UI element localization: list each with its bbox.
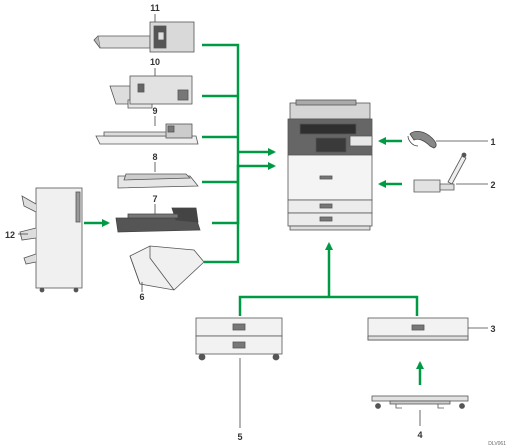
leader-lines bbox=[18, 14, 488, 428]
control-panel-icon bbox=[349, 135, 373, 147]
handset-icon bbox=[407, 130, 437, 149]
output-tray-icon bbox=[129, 245, 205, 291]
bus-line bbox=[202, 43, 240, 225]
callout-12: 12 bbox=[5, 230, 15, 240]
figure-code: DLV061 bbox=[488, 441, 506, 447]
callout-8: 8 bbox=[152, 152, 157, 162]
internal-shift-tray-icon bbox=[117, 173, 199, 189]
callout-2: 2 bbox=[490, 180, 495, 190]
callout-3: 3 bbox=[490, 324, 495, 334]
caster-table-icon bbox=[371, 395, 469, 409]
arrow-trays-to-main bbox=[238, 244, 419, 316]
external-finisher-icon bbox=[19, 187, 83, 293]
bridge-unit-icon bbox=[95, 123, 199, 145]
callout-7: 7 bbox=[152, 194, 157, 204]
paper-tray-unit-icon bbox=[367, 317, 469, 341]
callout-11: 11 bbox=[150, 3, 160, 13]
internal-finisher-icon bbox=[109, 75, 193, 109]
callout-1: 1 bbox=[490, 137, 495, 147]
arrow-6-to-main bbox=[204, 162, 276, 264]
callout-labels: 11 10 9 8 7 6 12 1 2 3 4 5 DLV061 bbox=[5, 3, 506, 447]
callout-6: 6 bbox=[139, 292, 144, 302]
callout-5: 5 bbox=[237, 432, 242, 442]
adf-icon bbox=[289, 102, 371, 120]
main-unit bbox=[287, 99, 373, 231]
callout-4: 4 bbox=[417, 430, 422, 440]
two-tray-paper-feed-unit-icon bbox=[195, 317, 283, 361]
callout-10: 10 bbox=[150, 57, 160, 67]
card-reader-icon bbox=[413, 152, 467, 193]
connector-arrows bbox=[84, 43, 424, 385]
callout-9: 9 bbox=[152, 106, 157, 116]
booklet-finisher-icon bbox=[93, 21, 195, 53]
internal-tray-icon bbox=[115, 207, 201, 233]
